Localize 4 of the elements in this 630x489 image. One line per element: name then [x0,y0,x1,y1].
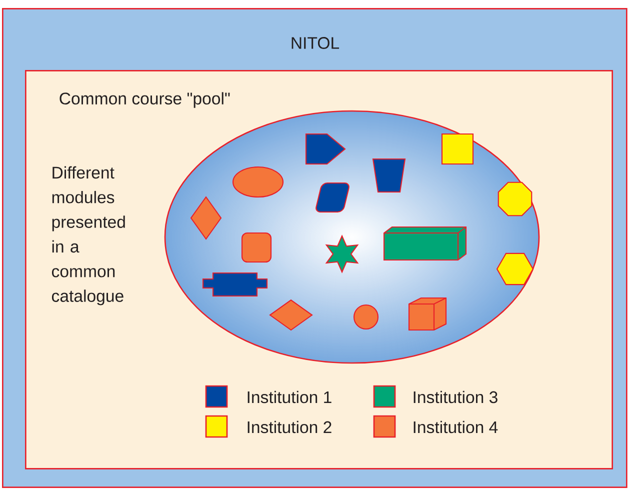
legend-label: Institution 1 [248,390,332,404]
legend-label: Institution 3 [414,390,498,404]
legend-label: Institution 4 [414,420,498,434]
legend-label: Institution 2 [248,420,332,434]
